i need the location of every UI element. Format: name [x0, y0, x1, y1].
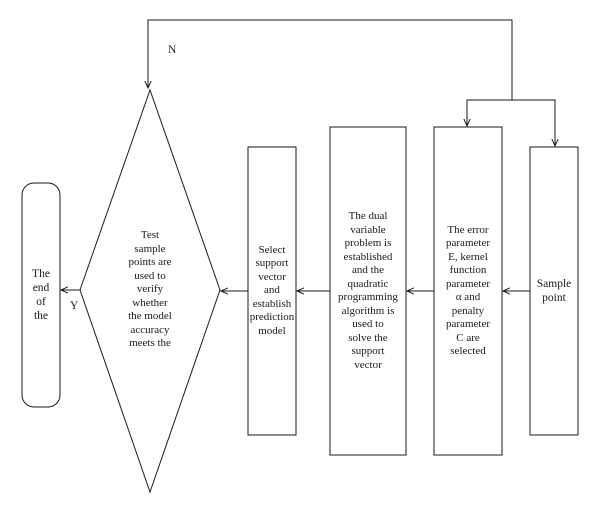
- arrow-loop-to-params: [467, 99, 512, 126]
- end-node-shape: [21, 182, 61, 408]
- decision-label: Test sample points are used to verify wh…: [128, 229, 172, 350]
- arrow-feedback-no: [148, 19, 513, 100]
- parameter-label: The error parameter E, kernel function p…: [446, 223, 490, 358]
- decision-diamond-shape: [79, 88, 221, 494]
- edge-label-yes: Y: [70, 300, 79, 312]
- parameter-box-shape: [433, 126, 503, 456]
- sample-point-box-shape: [529, 146, 579, 436]
- sample-point-label: Sample point: [536, 278, 572, 304]
- end-node-label: The end of the: [32, 268, 50, 322]
- dual-problem-label: The dual variable problem is established…: [338, 210, 398, 371]
- arrow-loop-to-sample: [512, 99, 555, 146]
- select-model-box-shape: [247, 146, 297, 436]
- select-model-label: Select support vector and establish pred…: [249, 243, 295, 337]
- edge-label-no: N: [168, 44, 177, 56]
